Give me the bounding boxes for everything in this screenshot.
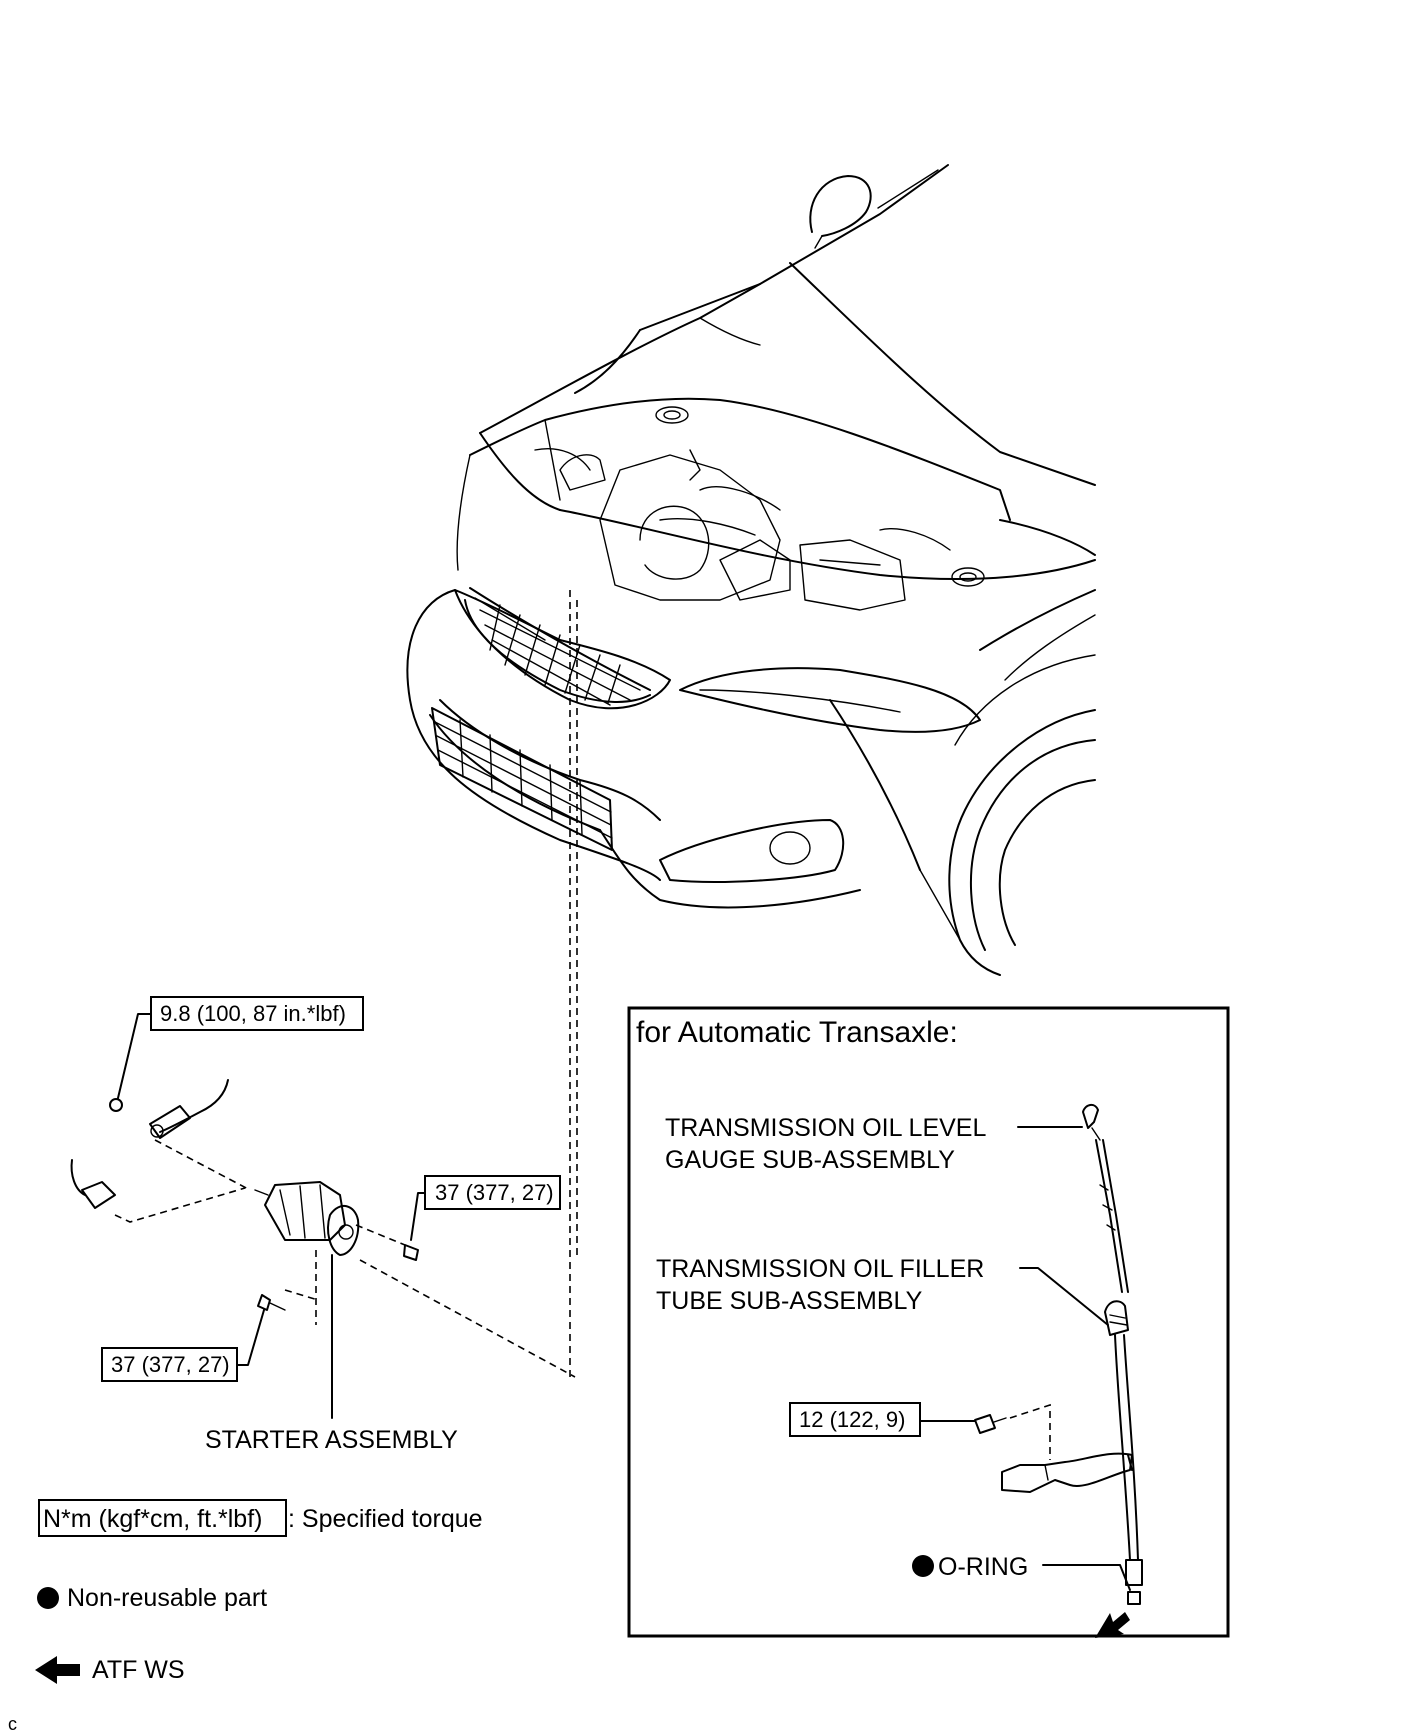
legend-torque-box-text: N*m (kgf*cm, ft.*lbf) bbox=[43, 1505, 262, 1533]
torque-starter-bolt-lower-text: 37 (377, 27) bbox=[111, 1352, 230, 1377]
filler-label-line2: TUBE SUB-ASSEMBLY bbox=[656, 1287, 923, 1315]
legend-torque-box bbox=[38, 1499, 287, 1537]
legend-atf: ATF WS bbox=[92, 1656, 185, 1684]
starter-bolt-right bbox=[403, 1244, 419, 1261]
oil-level-gauge bbox=[1082, 1104, 1129, 1293]
ground-nut bbox=[109, 1098, 123, 1112]
starter-assembly-illustration bbox=[70, 1079, 576, 1419]
upper-grille-mesh bbox=[474, 597, 641, 706]
oil-filler-tube bbox=[1095, 1300, 1143, 1638]
legend-torque-desc: : Specified torque bbox=[288, 1505, 483, 1533]
vehicle-front-illustration bbox=[406, 164, 1096, 976]
filler-tube-bracket bbox=[1001, 1452, 1133, 1493]
filler-label-line1: TRANSMISSION OIL FILLER bbox=[656, 1255, 984, 1283]
inset-heading: for Automatic Transaxle: bbox=[636, 1016, 958, 1049]
torque-bracket-bolt-text: 12 (122, 9) bbox=[799, 1407, 905, 1432]
lower-grille-mesh bbox=[431, 707, 613, 851]
starter-bolt-lower bbox=[257, 1294, 271, 1311]
torque-spec-starter-bolt-right: 37 (377, 27) bbox=[424, 1175, 561, 1210]
o-ring-part bbox=[1127, 1591, 1141, 1605]
corner-mark: c bbox=[8, 1714, 17, 1734]
torque-spec-ground-nut: 9.8 (100, 87 in.*lbf) bbox=[150, 996, 364, 1031]
gauge-label-line1: TRANSMISSION OIL LEVEL bbox=[665, 1114, 986, 1142]
torque-spec-starter-bolt-lower: 37 (377, 27) bbox=[101, 1347, 238, 1382]
atf-arrow-icon bbox=[1095, 1612, 1130, 1638]
solid-dot-icon bbox=[912, 1555, 934, 1577]
starter-assembly-label: STARTER ASSEMBLY bbox=[205, 1426, 458, 1454]
gauge-label-line2: GAUGE SUB-ASSEMBLY bbox=[665, 1146, 955, 1174]
automatic-transaxle-inset: for Automatic Transaxle: TRANSMISSION OI… bbox=[627, 1006, 1230, 1638]
legend-nonreusable: Non-reusable part bbox=[67, 1584, 267, 1612]
torque-starter-bolt-right-text: 37 (377, 27) bbox=[435, 1180, 554, 1205]
arrow-left-icon bbox=[35, 1656, 80, 1684]
o-ring-label: O-RING bbox=[938, 1553, 1028, 1581]
solid-dot-icon bbox=[37, 1587, 59, 1609]
torque-ground-nut-text: 9.8 (100, 87 in.*lbf) bbox=[160, 1001, 346, 1026]
torque-spec-bracket-bolt: 12 (122, 9) bbox=[789, 1402, 921, 1437]
legend: N*m (kgf*cm, ft.*lbf) : Specified torque… bbox=[35, 1499, 483, 1684]
bracket-bolt bbox=[974, 1414, 996, 1434]
